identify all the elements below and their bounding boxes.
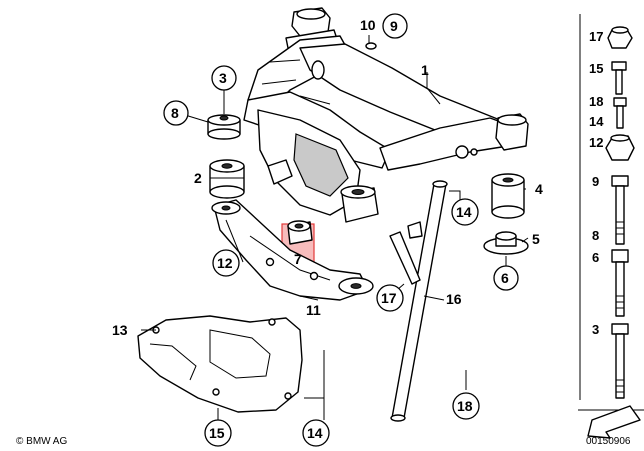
- svg-text:17: 17: [589, 29, 603, 44]
- underbody-shield-13[interactable]: [137, 315, 303, 413]
- panel-item-18[interactable]: 18: [589, 94, 627, 129]
- svg-text:5: 5: [532, 231, 540, 247]
- svg-text:18: 18: [589, 94, 603, 109]
- direction-arrow-icon: [587, 405, 641, 439]
- callout-13[interactable]: 13: [112, 322, 128, 338]
- rear-axle-carrier[interactable]: [243, 7, 529, 223]
- panel-item-8[interactable]: 8: [592, 228, 599, 243]
- callout-14-upper[interactable]: 14: [451, 198, 479, 226]
- svg-text:1: 1: [421, 62, 429, 78]
- callout-8[interactable]: 8: [163, 100, 189, 126]
- svg-text:12: 12: [589, 135, 603, 150]
- leader-lines: [141, 35, 529, 420]
- svg-text:14: 14: [456, 204, 472, 220]
- left-mount-bushing[interactable]: [207, 114, 241, 140]
- svg-text:17: 17: [381, 290, 397, 306]
- copyright-text: © BMW AG: [16, 436, 67, 447]
- svg-text:16: 16: [446, 291, 462, 307]
- callout-12[interactable]: 12: [212, 249, 240, 277]
- panel-item-3[interactable]: 3: [592, 322, 629, 399]
- svg-text:2: 2: [194, 170, 202, 186]
- svg-text:8: 8: [171, 105, 179, 121]
- svg-text:7: 7: [294, 251, 302, 267]
- rubber-mount-2[interactable]: [209, 159, 245, 199]
- callout-10[interactable]: 10: [360, 17, 377, 50]
- control-arm[interactable]: [211, 199, 374, 301]
- callout-18[interactable]: 18: [452, 392, 480, 420]
- svg-text:8: 8: [592, 228, 599, 243]
- svg-text:18: 18: [457, 398, 473, 414]
- panel-item-12[interactable]: 12: [589, 134, 635, 161]
- callout-2[interactable]: 2: [194, 170, 202, 186]
- callout-3[interactable]: 3: [211, 65, 237, 91]
- svg-text:15: 15: [589, 61, 603, 76]
- svg-text:4: 4: [535, 181, 543, 197]
- svg-text:9: 9: [592, 174, 599, 189]
- callout-14-lower[interactable]: 14: [302, 419, 330, 447]
- svg-text:14: 14: [307, 425, 323, 441]
- callout-6[interactable]: 6: [493, 265, 519, 291]
- callout-11[interactable]: 11: [306, 302, 321, 318]
- svg-text:6: 6: [501, 270, 509, 286]
- panel-item-15[interactable]: 15: [589, 61, 627, 95]
- callout-7[interactable]: 7: [294, 251, 302, 267]
- panel-item-9[interactable]: 9: [592, 174, 629, 245]
- fastener-panel: 17 15 18 14 12 9: [578, 14, 644, 439]
- svg-text:12: 12: [217, 255, 233, 271]
- callout-5[interactable]: 5: [532, 231, 540, 247]
- svg-text:9: 9: [390, 18, 398, 34]
- rubber-mount-4[interactable]: [491, 173, 525, 219]
- stop-plate-5[interactable]: [483, 231, 529, 255]
- svg-text:11: 11: [306, 302, 321, 318]
- diagram-id: 00150906: [586, 436, 631, 447]
- svg-text:13: 13: [112, 322, 128, 338]
- panel-item-6[interactable]: 6: [592, 249, 629, 317]
- svg-text:15: 15: [209, 425, 225, 441]
- callout-1[interactable]: 1: [421, 62, 429, 78]
- footer: © BMW AG 00150906: [16, 436, 631, 447]
- strut-brace-16[interactable]: [390, 180, 448, 422]
- callout-15[interactable]: 15: [204, 419, 232, 447]
- callout-4[interactable]: 4: [535, 181, 543, 197]
- svg-text:6: 6: [592, 250, 599, 265]
- svg-text:14: 14: [589, 114, 604, 129]
- panel-item-17[interactable]: 17: [589, 26, 633, 49]
- svg-text:3: 3: [592, 322, 599, 337]
- panel-item-14[interactable]: 14: [589, 114, 604, 129]
- callout-9[interactable]: 9: [382, 13, 408, 39]
- callout-16[interactable]: 16: [446, 291, 462, 307]
- svg-text:3: 3: [219, 70, 227, 86]
- callout-17[interactable]: 17: [376, 284, 404, 312]
- svg-text:10: 10: [360, 17, 376, 33]
- bracket-17[interactable]: [389, 221, 423, 285]
